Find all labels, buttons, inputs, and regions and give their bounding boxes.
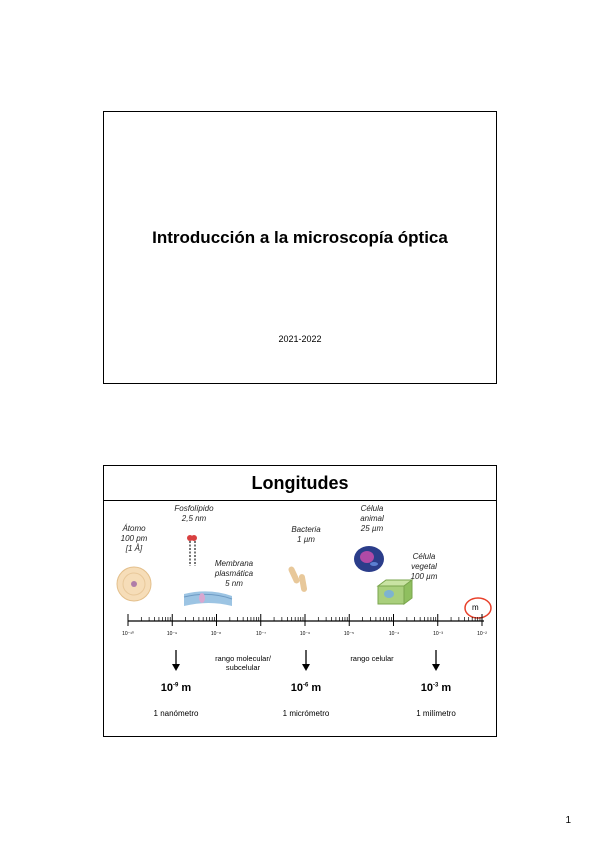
scale-ticks [127, 614, 483, 626]
tick-label: 10⁻² [477, 631, 487, 637]
arrow-mili [432, 650, 440, 671]
atom-illustration [116, 566, 152, 602]
scale-micro: 10-6 m [290, 682, 322, 694]
scale-nano: 10-9 m [160, 682, 192, 694]
tick-label: 10⁻⁶ [299, 631, 311, 637]
tick-label: 10⁻⁷ [255, 631, 267, 637]
title-slide: Introducción a la microscopía óptica 202… [103, 111, 497, 384]
plant-cell-illustration [376, 579, 414, 605]
tick-label: 10⁻¹⁰ [122, 631, 134, 637]
academic-year: 2021-2022 [278, 334, 322, 344]
arrow-micro [302, 650, 310, 671]
animal-cell-illustration [354, 546, 384, 572]
membrane-illustration [183, 591, 233, 606]
phospholipid-illustration [187, 535, 197, 566]
tick-label: 10⁻⁸ [210, 631, 222, 637]
scale-mili: 10-3 m [420, 682, 452, 694]
slide-title: Introducción a la microscopía óptica [152, 228, 448, 247]
name-nano: 1 nanómetro [153, 709, 199, 718]
page-number: 1 [565, 815, 571, 826]
slide-header: Longitudes [104, 466, 496, 501]
tick-label: 10⁻⁹ [166, 631, 178, 637]
tick-label: 10⁻³ [433, 631, 443, 637]
scale-diagram [116, 535, 492, 671]
tick-label: 10⁻⁵ [343, 631, 355, 637]
name-micro: 1 micrómetro [282, 709, 330, 718]
name-mili: 1 milímetro [416, 709, 456, 718]
unit-marker-label: m [472, 603, 479, 612]
range-celular: rango celular [350, 654, 394, 663]
bacteria-illustration [288, 566, 308, 592]
range-molecular: rango molecular/subcelular [215, 654, 271, 672]
arrow-nano [172, 650, 180, 671]
tick-label: 10⁻⁴ [388, 631, 400, 637]
